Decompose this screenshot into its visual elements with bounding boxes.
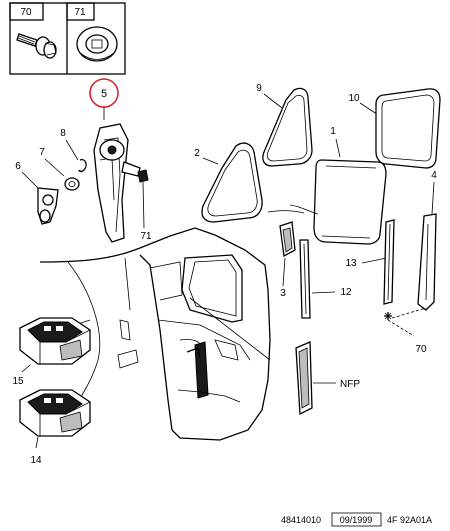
bushing-icon [64, 177, 80, 191]
label-9: 9 [256, 83, 262, 94]
label-nfp: NFP [340, 379, 360, 390]
footer-code: 4F 92A01A [387, 515, 432, 525]
footer-doc-number: 48414010 [281, 515, 321, 525]
window-handle-icon [37, 187, 59, 225]
guide-3 [279, 221, 296, 258]
seal-9 [262, 87, 313, 167]
label-2: 2 [194, 148, 200, 159]
label-15: 15 [12, 376, 24, 387]
switch-15 [19, 317, 91, 365]
footer-date: 09/1999 [340, 515, 373, 525]
clip-71-icon [137, 169, 149, 183]
spring-clip-icon [78, 159, 87, 173]
label-4: 4 [431, 170, 437, 181]
label-5: 5 [101, 88, 107, 100]
footer-date-box [331, 512, 382, 527]
bolt-icon [16, 33, 57, 59]
label-3: 3 [280, 288, 286, 299]
bolt-70-icon [384, 312, 392, 320]
label-8: 8 [60, 128, 66, 139]
door-glass-1 [313, 159, 387, 245]
label-14: 14 [30, 455, 42, 466]
label-6: 6 [15, 161, 21, 172]
label-71-inset: 71 [74, 7, 86, 18]
seal-10 [375, 88, 441, 169]
label-70: 70 [415, 344, 427, 355]
window-regulator [93, 123, 141, 243]
quarter-glass-2 [201, 142, 263, 223]
label-71: 71 [140, 231, 152, 242]
label-1: 1 [330, 126, 336, 137]
label-10: 10 [348, 93, 360, 104]
label-70-inset: 70 [20, 7, 32, 18]
grommet-icon [76, 26, 118, 62]
door-frame [39, 227, 271, 441]
label-7: 7 [39, 147, 45, 158]
switch-14 [19, 389, 91, 437]
inset-box [9, 2, 126, 75]
label-13: 13 [345, 258, 357, 269]
label-12: 12 [340, 287, 352, 298]
nfp-strip [295, 341, 313, 416]
